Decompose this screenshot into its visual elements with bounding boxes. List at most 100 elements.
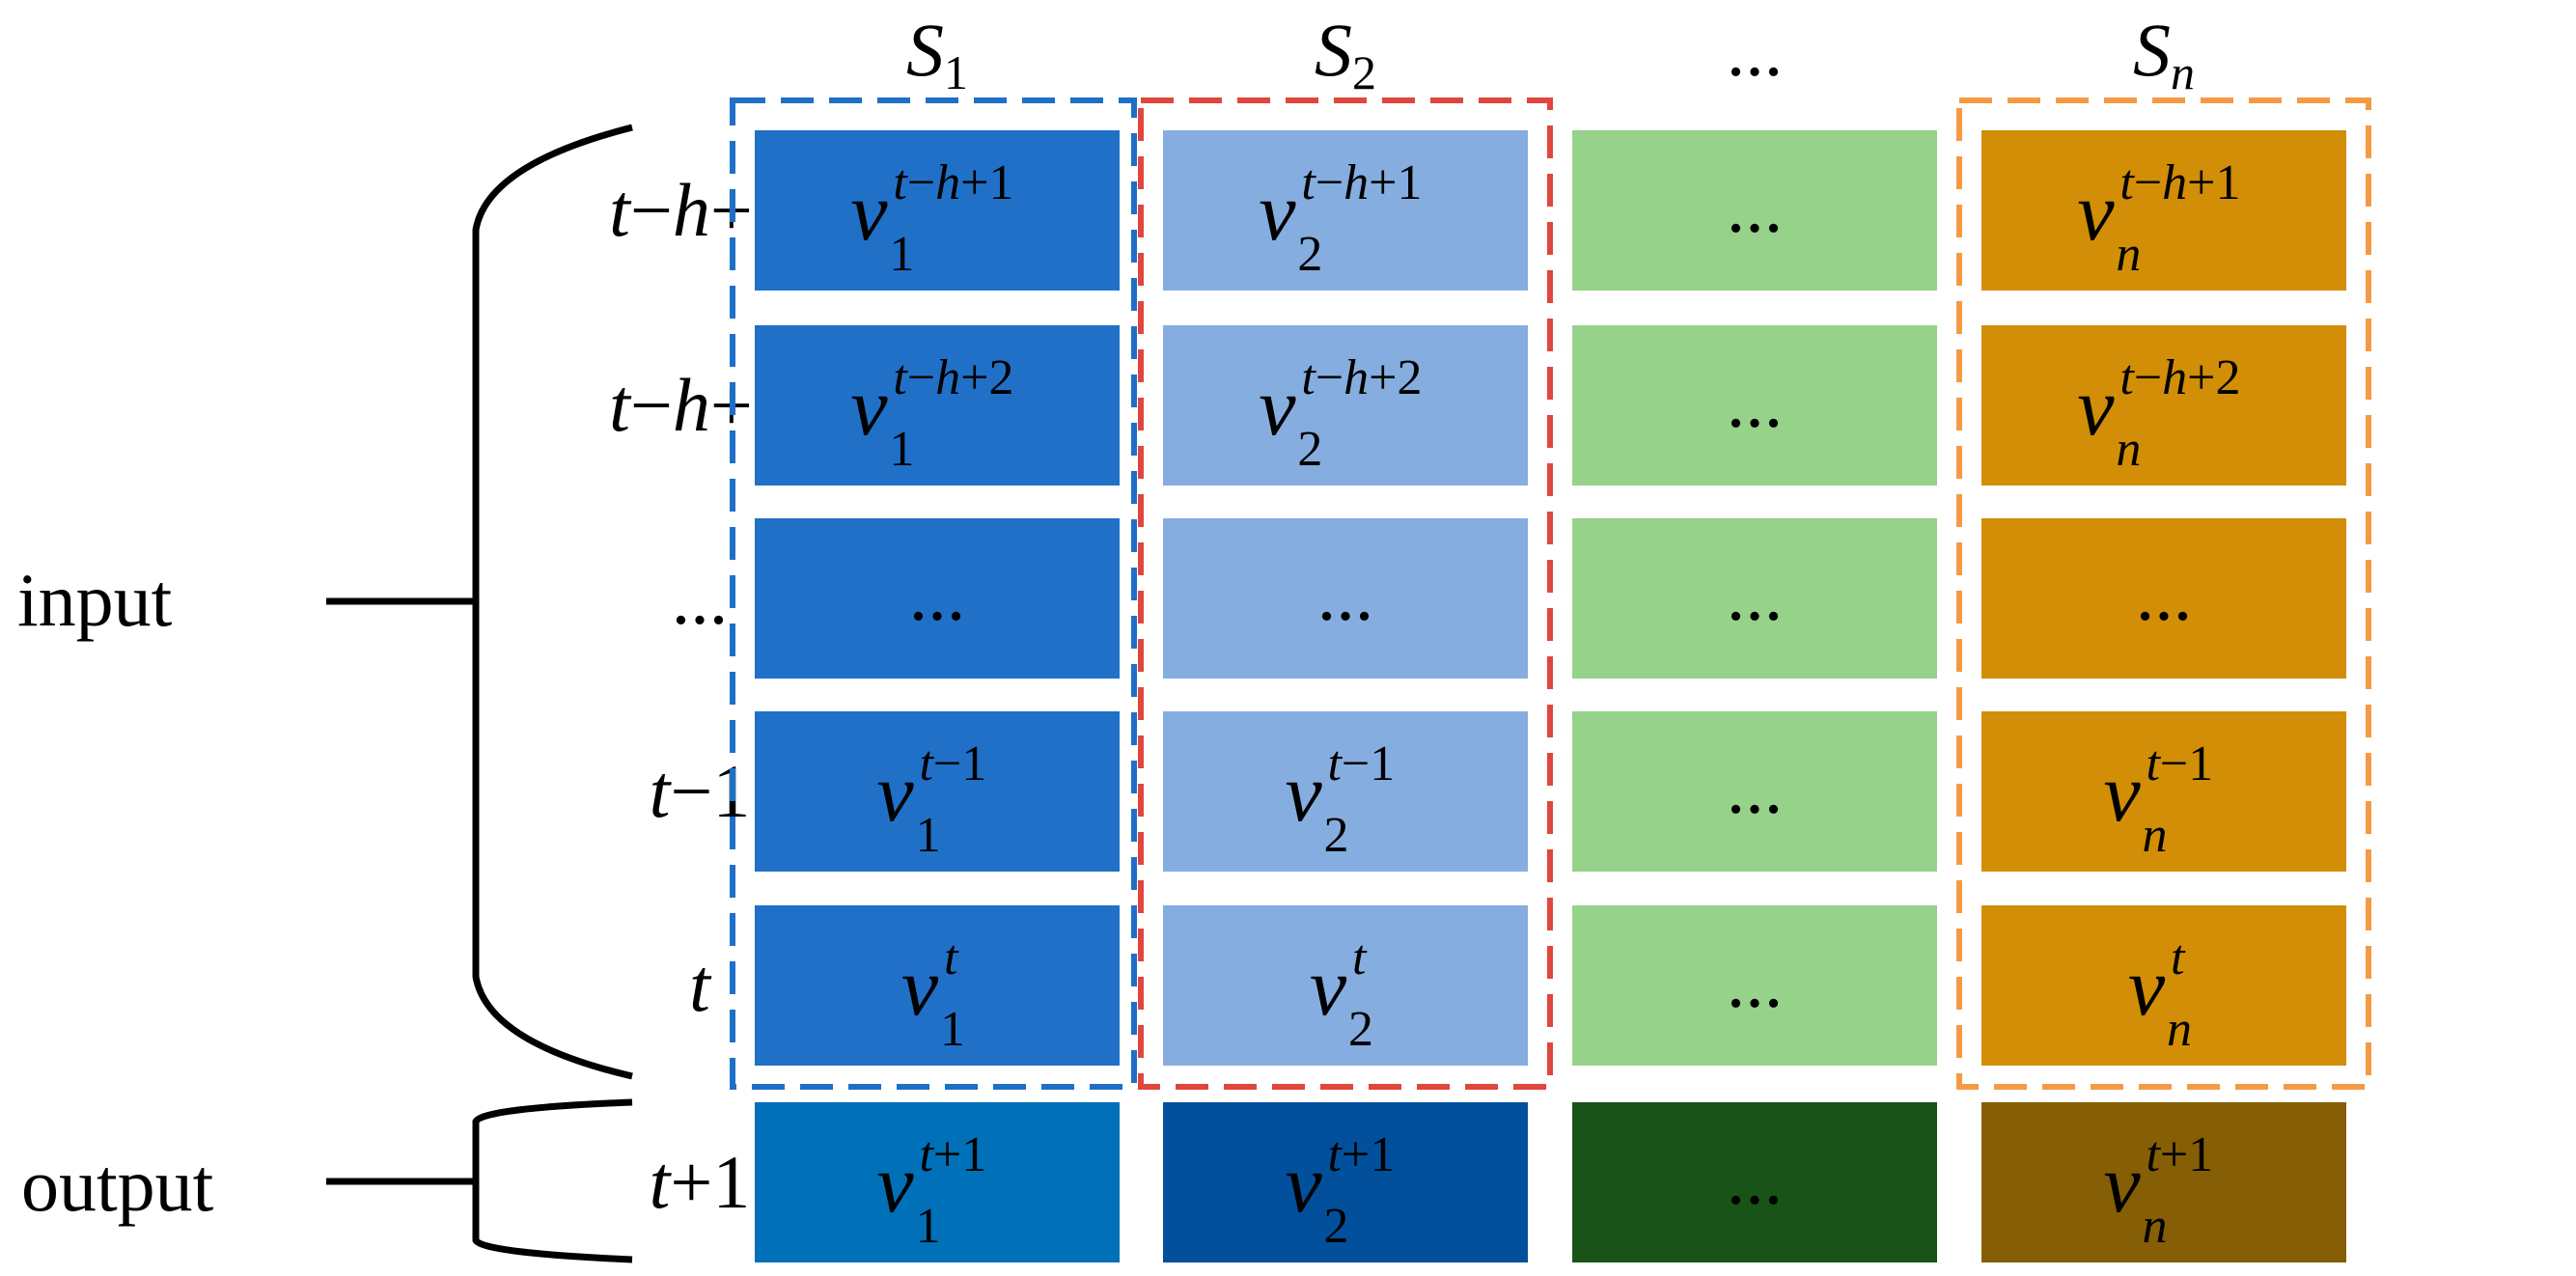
column-header-s2: S2 bbox=[1315, 8, 1376, 99]
svg-text:v: v bbox=[876, 746, 914, 839]
cell-ellipsis: ... bbox=[1317, 552, 1374, 636]
output-cell-dots bbox=[1572, 1102, 1937, 1262]
svg-text:t+1: t+1 bbox=[919, 1127, 986, 1182]
cell-sn-row-4 bbox=[1981, 711, 2346, 872]
svg-text:t−h+2: t−h+2 bbox=[1301, 350, 1422, 405]
row-label: t bbox=[689, 943, 712, 1027]
svg-text:1: 1 bbox=[940, 1002, 965, 1057]
svg-text:v: v bbox=[2077, 360, 2115, 453]
cell-s2-row-3 bbox=[1163, 518, 1528, 679]
svg-text:t: t bbox=[2171, 930, 2186, 985]
svg-text:t: t bbox=[1352, 930, 1368, 985]
output-cell-ellipsis: ... bbox=[1727, 1136, 1784, 1220]
svg-text:t−1: t−1 bbox=[919, 736, 986, 791]
svg-text:t−h+2: t−h+2 bbox=[2119, 350, 2240, 405]
output-cell-s2 bbox=[1163, 1102, 1528, 1262]
series-frame-s2 bbox=[1138, 97, 1553, 1090]
svg-text:t+1: t+1 bbox=[2146, 1127, 2213, 1182]
cell-s2-row-4 bbox=[1163, 711, 1528, 872]
svg-text:t−1: t−1 bbox=[1327, 736, 1395, 791]
svg-text:v: v bbox=[876, 1137, 914, 1230]
svg-text:2: 2 bbox=[1348, 1002, 1373, 1057]
cell-s1-row-3 bbox=[755, 518, 1120, 679]
cell-s1-row-1 bbox=[755, 130, 1120, 291]
series-frames bbox=[730, 97, 2371, 1090]
cell-dots-row-5 bbox=[1572, 905, 1937, 1066]
cell-s1-row-2 bbox=[755, 325, 1120, 485]
output-cell-s1 bbox=[755, 1102, 1120, 1262]
series-frame-sn bbox=[1956, 97, 2371, 1090]
column-header-sn: Sn bbox=[2133, 8, 2195, 99]
svg-text:t+1: t+1 bbox=[1327, 1127, 1395, 1182]
svg-text:v: v bbox=[2128, 940, 2166, 1033]
cell-s2-row-2 bbox=[1163, 325, 1528, 485]
svg-text:v: v bbox=[1285, 746, 1322, 839]
cell-ellipsis: ... bbox=[2136, 552, 2193, 636]
cell-ellipsis: ... bbox=[1727, 164, 1784, 248]
cell-ellipsis: ... bbox=[1727, 359, 1784, 443]
cell-dots-row-3 bbox=[1572, 518, 1937, 679]
svg-text:t: t bbox=[944, 930, 959, 985]
column-headers: S1 S2... Sn bbox=[906, 8, 2195, 99]
svg-text:v: v bbox=[850, 165, 888, 258]
svg-text:1: 1 bbox=[889, 422, 914, 477]
input-bracket bbox=[326, 124, 633, 1080]
cell-sn-row-5 bbox=[1981, 905, 2346, 1066]
cell-s1-row-5 bbox=[755, 905, 1120, 1066]
svg-text:t−h+1: t−h+1 bbox=[2119, 155, 2240, 210]
column-header-dots: ... bbox=[1727, 8, 1784, 92]
svg-text:t−h+1: t−h+1 bbox=[893, 155, 1013, 210]
cell-dots-row-1 bbox=[1572, 130, 1937, 291]
row-label: t−1 bbox=[650, 749, 751, 833]
series-frame-s1 bbox=[730, 97, 1137, 1090]
svg-text:v: v bbox=[1259, 165, 1296, 258]
cell-s1-row-4 bbox=[755, 711, 1120, 872]
svg-text:1: 1 bbox=[915, 808, 940, 863]
svg-text:2: 2 bbox=[1323, 1199, 1348, 1254]
svg-text:n: n bbox=[2167, 1002, 2192, 1057]
cell-ellipsis: ... bbox=[1727, 939, 1784, 1023]
svg-text:n: n bbox=[2116, 422, 2141, 477]
cell-ellipsis: ... bbox=[1727, 745, 1784, 829]
cell-s2-row-1 bbox=[1163, 130, 1528, 291]
svg-text:n: n bbox=[2142, 1199, 2167, 1254]
cell-s2-row-5 bbox=[1163, 905, 1528, 1066]
row-label: ... bbox=[672, 556, 729, 640]
cell-dots-row-2 bbox=[1572, 325, 1937, 485]
output-cell-sn bbox=[1981, 1102, 2346, 1262]
cell-dots-row-4 bbox=[1572, 711, 1937, 872]
output-bracket bbox=[326, 1098, 633, 1263]
svg-text:t−h+2: t−h+2 bbox=[893, 350, 1013, 405]
svg-text:n: n bbox=[2116, 227, 2141, 282]
svg-text:v: v bbox=[2103, 1137, 2141, 1230]
cell-sn-row-1 bbox=[1981, 130, 2346, 291]
output-row-label: t+1 bbox=[650, 1140, 751, 1224]
output-label: output bbox=[21, 1143, 214, 1227]
cell-ellipsis: ... bbox=[1727, 552, 1784, 636]
cell-sn-row-2 bbox=[1981, 325, 2346, 485]
svg-text:1: 1 bbox=[889, 227, 914, 282]
svg-text:2: 2 bbox=[1297, 422, 1322, 477]
svg-text:v: v bbox=[850, 360, 888, 453]
svg-text:t−h+1: t−h+1 bbox=[1301, 155, 1422, 210]
row-label: t−h+2 bbox=[609, 363, 790, 447]
cell-sn-row-3 bbox=[1981, 518, 2346, 679]
column-header-s1: S1 bbox=[906, 8, 968, 99]
svg-text:2: 2 bbox=[1323, 808, 1348, 863]
svg-text:t−1: t−1 bbox=[2146, 736, 2213, 791]
